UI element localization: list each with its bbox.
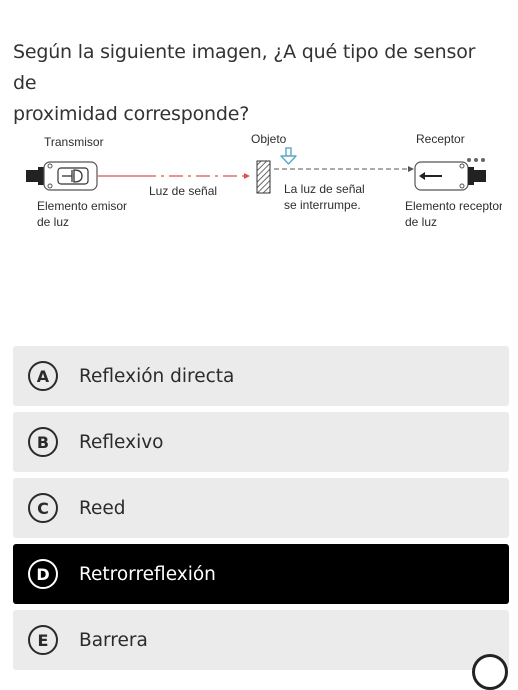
option-c-text: Reed [79, 497, 126, 519]
answer-options: A Reflexión directa B Reflexivo C Reed D… [13, 346, 509, 676]
option-b[interactable]: B Reflexivo [13, 412, 509, 472]
question-line-2: proximidad corresponde? [13, 103, 250, 125]
label-receptor-1: Elemento receptor [405, 199, 502, 213]
scroll-up-icon[interactable] [472, 654, 508, 690]
option-a[interactable]: A Reflexión directa [13, 346, 509, 406]
question-text: Según la siguiente imagen, ¿A qué tipo d… [13, 37, 503, 130]
label-receptor: Receptor [416, 132, 465, 146]
sensor-diagram: Transmisor Objeto Receptor [22, 128, 502, 238]
label-interrumpe-1: La luz de señal [284, 182, 365, 196]
label-emisor-2: de luz [37, 215, 69, 229]
option-d[interactable]: D Retrorreflexión [13, 544, 509, 604]
option-e-badge: E [28, 625, 58, 655]
interrupted-arrow-icon [408, 166, 414, 172]
option-e-text: Barrera [79, 629, 148, 651]
label-objeto: Objeto [251, 132, 287, 146]
option-d-badge: D [28, 559, 58, 589]
receiver-icon [414, 158, 486, 191]
option-e[interactable]: E Barrera [13, 610, 509, 670]
option-a-badge: A [28, 361, 58, 391]
option-c-badge: C [28, 493, 58, 523]
label-receptor-2: de luz [405, 215, 437, 229]
label-luz-senal: Luz de señal [149, 184, 217, 198]
beam-arrow-icon [244, 173, 250, 179]
transmitter-icon [26, 161, 98, 191]
label-interrumpe-2: se interrumpe. [284, 198, 361, 212]
option-c[interactable]: C Reed [13, 478, 509, 538]
option-a-text: Reflexión directa [79, 365, 235, 387]
question-line-1: Según la siguiente imagen, ¿A qué tipo d… [13, 41, 476, 94]
option-d-text: Retrorreflexión [79, 563, 216, 585]
label-emisor-1: Elemento emisor [37, 199, 127, 213]
down-arrow-icon [280, 147, 297, 165]
option-b-text: Reflexivo [79, 431, 164, 453]
label-transmisor: Transmisor [44, 135, 104, 149]
option-b-badge: B [28, 427, 58, 457]
object-block [256, 160, 271, 194]
